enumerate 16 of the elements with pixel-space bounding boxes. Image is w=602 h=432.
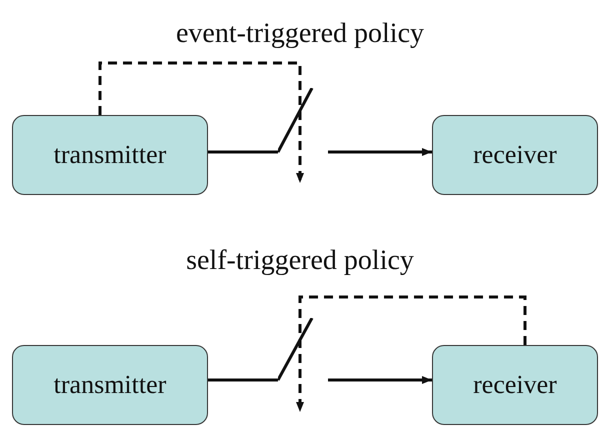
dashed-arrow [98,62,304,183]
box-label: receiver [473,370,557,400]
connector-line [208,150,278,154]
dashed-arrow [296,296,526,412]
arrow [328,376,432,384]
process-box [12,115,208,195]
box-label: transmitter [54,370,166,400]
connector-line [208,378,278,382]
process-box [432,115,598,195]
process-box [12,345,208,425]
process-box [432,345,598,425]
box-label: receiver [473,140,557,170]
section-heading: self-triggered policy [186,245,414,277]
arrow [328,148,432,156]
section-heading: event-triggered policy [176,18,424,50]
box-label: transmitter [54,140,166,170]
